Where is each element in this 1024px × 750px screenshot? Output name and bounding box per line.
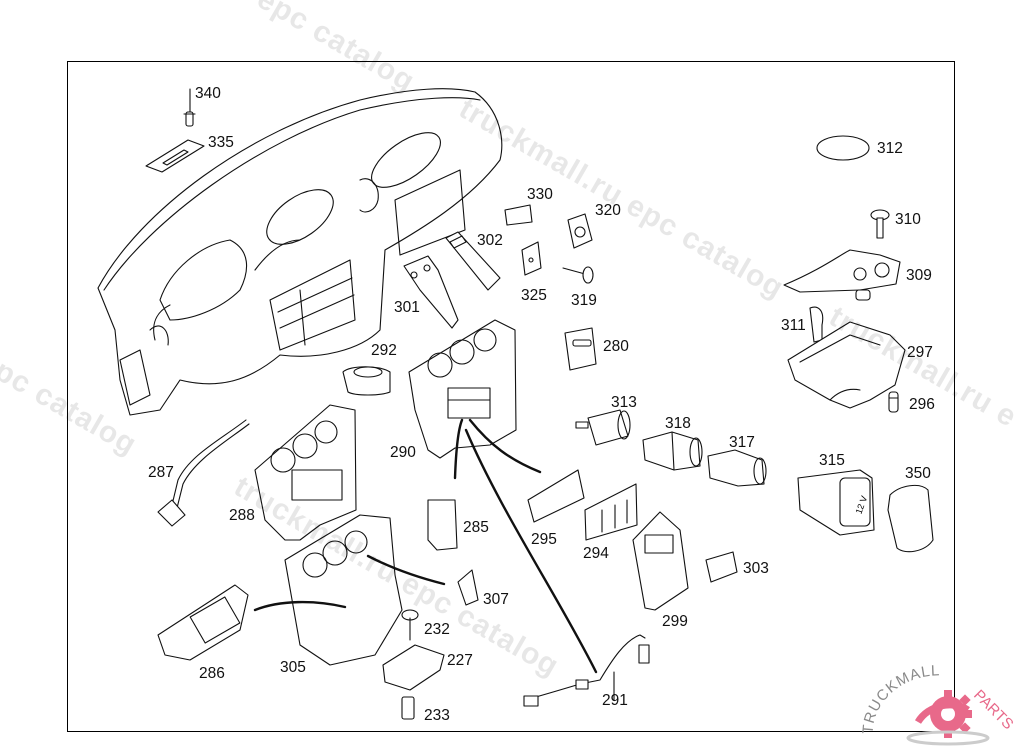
callout-335: 335 (208, 134, 234, 151)
part-285-bracket (427, 499, 458, 551)
callout-299: 299 (662, 613, 688, 630)
callout-317: 317 (729, 434, 755, 451)
part-335-plate (145, 139, 205, 173)
callout-286: 286 (199, 665, 225, 682)
callout-319: 319 (571, 292, 597, 309)
assembly-arrows (253, 418, 598, 674)
part-313-socket (575, 409, 631, 446)
arrow-307 (366, 554, 446, 586)
part-294-switch-strip (584, 483, 638, 541)
callout-287: 287 (148, 464, 174, 481)
part-227-ashtray (382, 644, 445, 691)
callout-296: 296 (909, 396, 935, 413)
callout-291: 291 (602, 692, 628, 709)
part-311 (809, 306, 824, 343)
part-290-console (408, 319, 517, 459)
callout-305: 305 (280, 659, 306, 676)
logo-word-parts: PARTS (970, 687, 1016, 733)
callout-325: 325 (521, 287, 547, 304)
part-280 (564, 327, 597, 371)
part-318-lighter (642, 431, 703, 471)
callout-311: 311 (781, 317, 806, 334)
callout-280: 280 (603, 338, 629, 355)
diagram-frame (67, 61, 955, 732)
callout-288: 288 (229, 507, 255, 524)
part-233 (401, 696, 415, 720)
part-312-disc (816, 135, 870, 161)
arrow-295 (468, 418, 542, 474)
part-287-strip (157, 419, 250, 527)
callout-227: 227 (447, 652, 473, 669)
callout-318: 318 (665, 415, 691, 432)
part-325 (521, 241, 542, 276)
callout-307: 307 (483, 591, 509, 608)
callout-303: 303 (743, 560, 769, 577)
callout-320: 320 (595, 202, 621, 219)
callout-301: 301 (394, 299, 420, 316)
part-307 (457, 569, 479, 606)
part-296 (888, 391, 899, 413)
callout-285: 285 (463, 519, 489, 536)
part-302 (445, 231, 501, 291)
callout-330: 330 (527, 186, 553, 203)
part-317-lighter (707, 449, 767, 487)
part-dashboard (97, 88, 503, 416)
part-297-tray (787, 321, 906, 409)
part-305-console (284, 514, 403, 666)
part-320 (567, 213, 593, 249)
part-350-cap (887, 484, 934, 553)
part-315-12v-socket: 12 V (797, 469, 875, 536)
callout-340: 340 (195, 85, 221, 102)
part-330 (504, 204, 533, 226)
arrow-285 (453, 418, 464, 480)
callout-309: 309 (906, 267, 932, 284)
part-340-clip (183, 88, 196, 127)
callout-292: 292 (371, 342, 397, 359)
part-299-panel (632, 511, 689, 611)
part-291-wire-harness (523, 634, 650, 707)
part-286-switch-panel (157, 584, 249, 661)
callout-310: 310 (895, 211, 921, 228)
callout-233: 233 (424, 707, 450, 724)
svg-text:TRUCKMALL: TRUCKMALL (860, 662, 941, 734)
logo-word-truckmall: TRUCKMALL (860, 662, 940, 734)
callout-290: 290 (390, 444, 416, 461)
part-319-screw (562, 266, 594, 284)
truckmall-parts-logo: TRUCKMALL PARTS (860, 662, 1017, 746)
callout-312: 312 (877, 140, 903, 157)
callout-313: 313 (611, 394, 637, 411)
callout-232: 232 (424, 621, 450, 638)
arrow-286 (253, 600, 347, 612)
callout-295: 295 (531, 531, 557, 548)
callout-297: 297 (907, 344, 933, 361)
part-303 (705, 551, 738, 583)
callout-315: 315 (819, 452, 845, 469)
part-309-cupholder-top (783, 249, 901, 301)
callout-302: 302 (477, 232, 503, 249)
callout-294: 294 (583, 545, 609, 562)
part-288-panel (254, 404, 357, 541)
part-310-screw (870, 209, 890, 239)
callout-350: 350 (905, 465, 931, 482)
part-232-screw (401, 609, 419, 641)
part-292 (342, 366, 391, 396)
part-301 (403, 255, 459, 329)
arrow-291 (464, 428, 598, 674)
part-295-switch (527, 469, 585, 523)
